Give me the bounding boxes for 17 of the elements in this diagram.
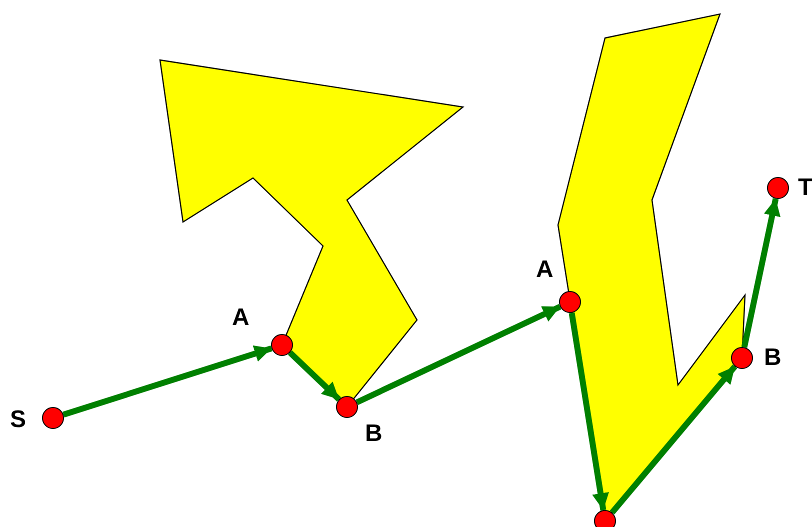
point-marker [271,334,293,356]
arrow [610,364,738,514]
arrow [568,312,609,511]
point-label: A [232,306,250,330]
point-marker [767,177,789,199]
arrow [288,350,342,402]
point-label: A [536,258,554,282]
point-label: S [10,408,26,432]
point-label: B [764,346,782,370]
arrow [62,345,272,418]
arrow [356,304,562,406]
point-label: B [365,422,382,446]
point-marker [559,291,581,313]
point-marker [336,396,358,418]
point-marker [42,407,64,429]
arrow [741,198,781,348]
point-marker [594,510,616,527]
